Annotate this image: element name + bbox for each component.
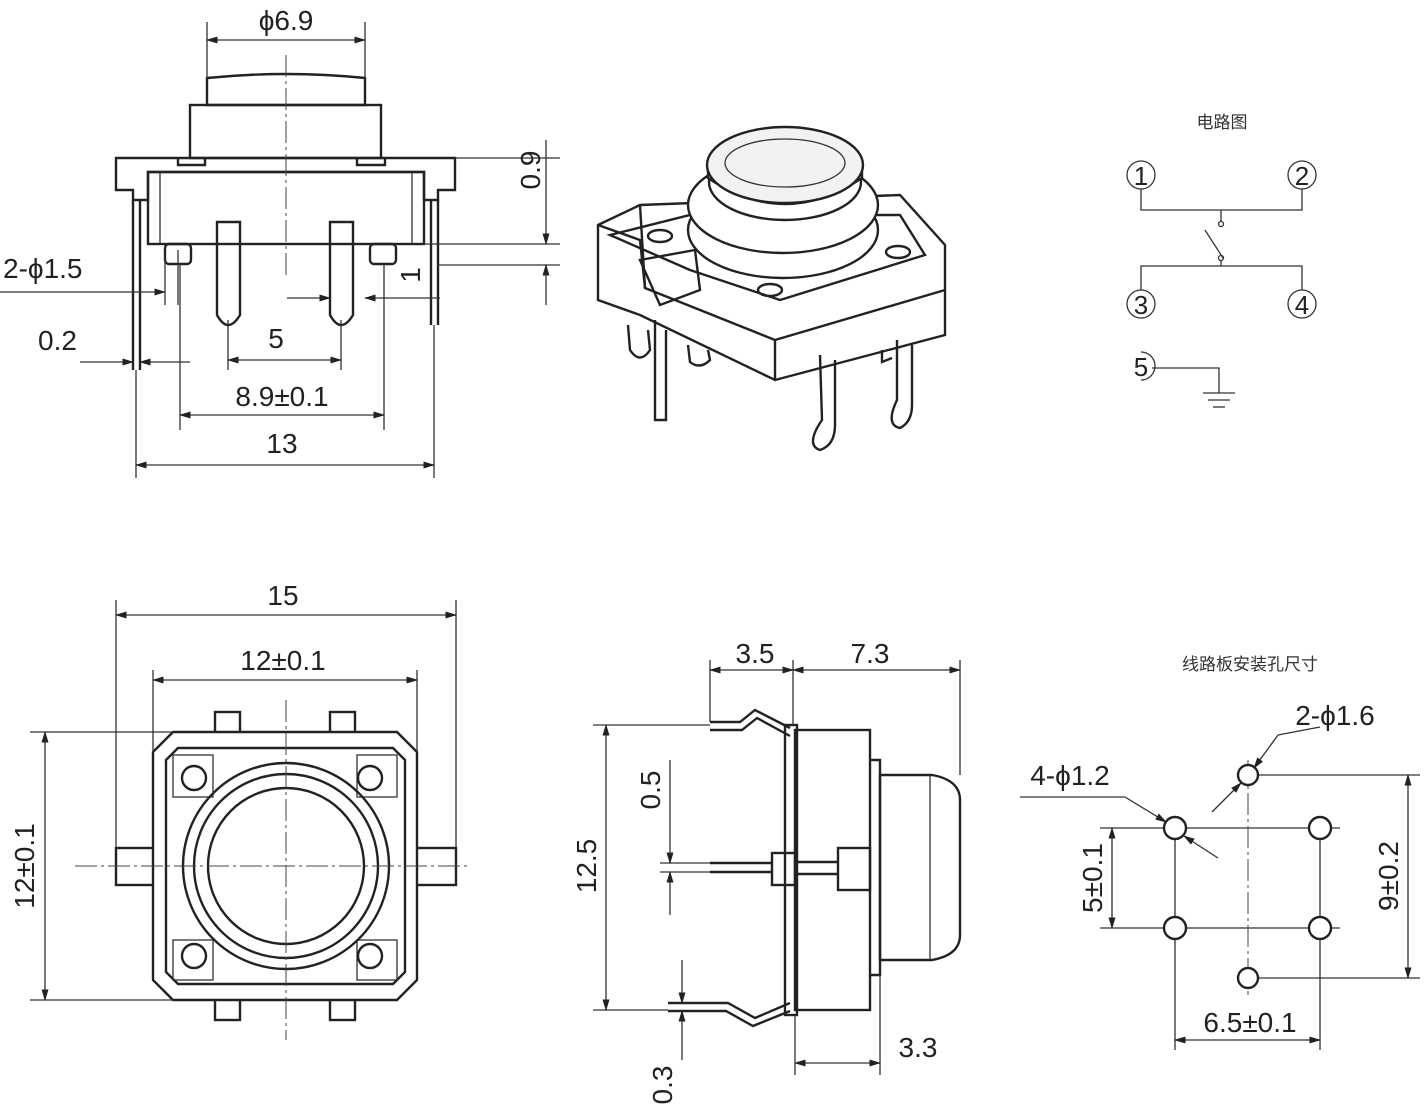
dim-thickness: 0.5 — [635, 771, 666, 810]
dim-pin-span: 8.9±0.1 — [235, 381, 328, 412]
dim-pin-pitch: 5 — [268, 323, 284, 354]
pin-5-label: 5 — [1134, 352, 1148, 382]
dim-lead-side: 0.3 — [647, 1066, 678, 1105]
isometric-view — [596, 125, 947, 452]
pin-1-label: 1 — [1134, 161, 1148, 191]
dim-h-pitch: 6.5±0.1 — [1203, 1007, 1296, 1038]
dim-lead: 0.2 — [38, 325, 77, 356]
front-view: ϕ6.9 0.9 2-ϕ1.5 1 0.2 5 8.9±0.1 — [0, 5, 560, 478]
dim-height-side: 12.5 — [571, 839, 602, 894]
pin-3-label: 3 — [1134, 290, 1148, 320]
dim-pin-hole: 2-ϕ1.5 — [3, 253, 83, 284]
dim-large-hole: 2-ϕ1.6 — [1295, 700, 1375, 731]
pin-4-label: 4 — [1295, 290, 1309, 320]
dim-left: 3.5 — [736, 638, 775, 669]
circuit-diagram: 电路图 1 2 3 4 5 — [1126, 113, 1317, 408]
dim-body: 12±0.1 — [240, 645, 325, 676]
dim-gap: 1 — [395, 267, 426, 283]
pcb-title: 线路板安装孔尺寸 — [1182, 655, 1318, 675]
dim-v-pitch: 5±0.1 — [1077, 843, 1108, 913]
dim-v-span: 9±0.2 — [1373, 841, 1404, 911]
dim-overall: 13 — [266, 428, 297, 459]
bottom-view: 15 12±0.1 12±0.1 — [9, 580, 470, 1040]
side-view: 3.5 7.3 12.5 0.5 0.3 3.3 — [571, 638, 962, 1105]
dim-right: 7.3 — [851, 638, 890, 669]
dim-height: 0.9 — [515, 151, 546, 190]
pcb-layout: 线路板安装孔尺寸 2-ϕ1.6 4-ϕ1.2 5±0.1 9±0.2 6.5±0 — [1020, 655, 1420, 1050]
dim-width: 15 — [267, 580, 298, 611]
circuit-title: 电路图 — [1197, 113, 1248, 133]
dim-body-vertical: 12±0.1 — [9, 823, 40, 908]
dim-cap-diameter: ϕ6.9 — [259, 5, 314, 36]
pin-2-label: 2 — [1295, 161, 1309, 191]
dim-small-hole: 4-ϕ1.2 — [1030, 760, 1110, 791]
dim-cap-side: 3.3 — [899, 1032, 938, 1063]
